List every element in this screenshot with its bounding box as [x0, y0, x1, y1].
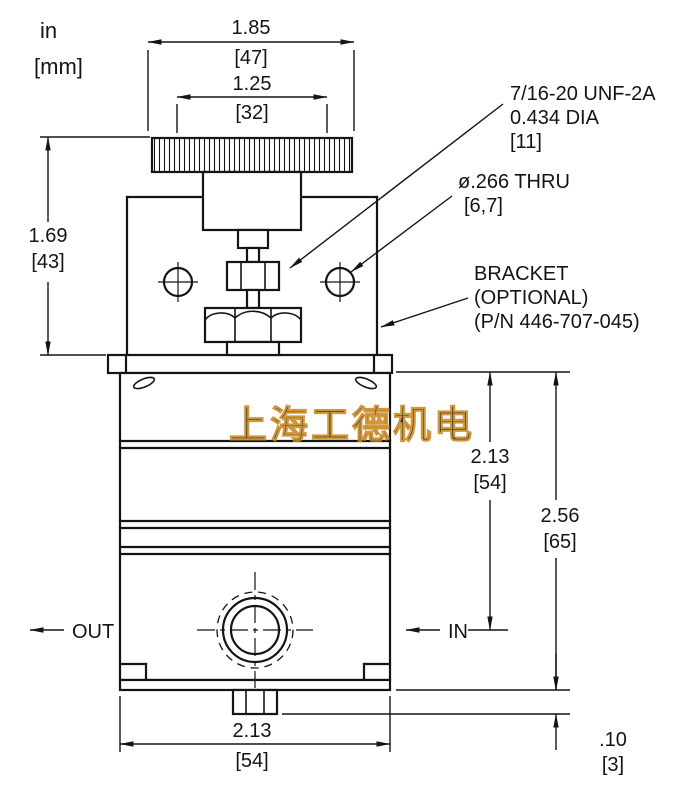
dimension-body-width: 2.13 [54]	[119, 696, 391, 772]
bracket-callout-line3: (P/N 446-707-045)	[474, 311, 640, 333]
dimension-upper-height: 1.69 [43]	[29, 136, 150, 356]
top-flange	[106, 353, 394, 375]
adjustment-knob-assembly	[150, 136, 354, 357]
hex-nut-chamfer-left	[204, 312, 236, 321]
thread-callout-line1: 7/16-20 UNF-2A	[510, 83, 656, 105]
thread-callout-line2: 0.434 DIA	[510, 107, 600, 129]
units-note: in [mm]	[34, 18, 83, 79]
stem-collar	[236, 228, 270, 250]
cap-slot-right	[354, 376, 378, 390]
callout-hole: ø.266 THRU [6,7]	[350, 171, 570, 273]
out-label: OUT	[72, 621, 114, 643]
dimension-knob-od: 1.85 [47]	[147, 17, 355, 131]
in-label: IN	[448, 621, 468, 643]
stem-washer	[225, 340, 281, 357]
dim-body-width-in: 2.13	[233, 720, 272, 742]
side-port	[197, 572, 313, 688]
hex-nut-chamfer-mid	[234, 310, 272, 319]
hole-callout-line2: [6,7]	[464, 195, 503, 217]
leader-line	[350, 195, 453, 273]
cap-slot-left	[132, 376, 156, 390]
units-mm: [mm]	[34, 54, 83, 79]
dim-knob-od-mm: [47]	[234, 47, 267, 69]
watermark-text: 上海工德机电	[229, 405, 475, 447]
leader-line	[380, 297, 469, 328]
dim-body-height-mm: [65]	[543, 531, 576, 553]
dim-top-to-port-in: 2.13	[471, 446, 510, 468]
stem-lower	[245, 288, 261, 310]
thread-callout-line3: [11]	[510, 131, 542, 153]
stem-upper	[245, 246, 261, 264]
dim-body-height-in: 2.56	[541, 505, 580, 527]
dim-body-width-mm: [54]	[235, 750, 268, 772]
fitting-outline	[231, 688, 279, 716]
dim-upper-height-in: 1.69	[29, 225, 68, 247]
knurled-knob	[150, 136, 354, 174]
leader-line	[289, 103, 504, 269]
dim-knob-hub-in: 1.25	[233, 73, 272, 95]
jam-nut	[225, 260, 281, 292]
flow-labels: OUT IN	[29, 621, 468, 643]
dimension-top-to-port: 2.13 [54]	[396, 371, 570, 631]
hex-nut-chamfer-right	[270, 312, 302, 321]
dimension-knob-hub: 1.25 [32]	[176, 73, 328, 133]
callout-bracket: BRACKET (OPTIONAL) (P/N 446-707-045)	[380, 263, 640, 333]
bracket-callout-line1: BRACKET	[474, 263, 568, 285]
dim-fitting-in: .10	[599, 729, 627, 751]
bracket-plate	[125, 195, 379, 357]
dim-knob-od-in: 1.85	[232, 17, 271, 39]
hole-callout-line1: ø.266 THRU	[458, 171, 570, 193]
dimension-fitting-height: .10 [3]	[282, 654, 627, 776]
dim-upper-height-mm: [43]	[31, 251, 64, 273]
valve-body	[106, 353, 394, 716]
dimension-body-height: 2.56 [65]	[396, 371, 580, 691]
dim-knob-hub-mm: [32]	[235, 102, 268, 124]
dim-fitting-mm: [3]	[602, 754, 624, 776]
callout-thread: 7/16-20 UNF-2A 0.434 DIA [11]	[289, 83, 656, 269]
dim-top-to-port-mm: [54]	[473, 472, 506, 494]
port-thread-dashed-circle	[216, 591, 294, 669]
bottom-fitting	[231, 688, 279, 716]
bracket-callout-line2: (OPTIONAL)	[474, 287, 588, 309]
knob-hub	[201, 170, 303, 232]
units-inches: in	[40, 18, 57, 43]
